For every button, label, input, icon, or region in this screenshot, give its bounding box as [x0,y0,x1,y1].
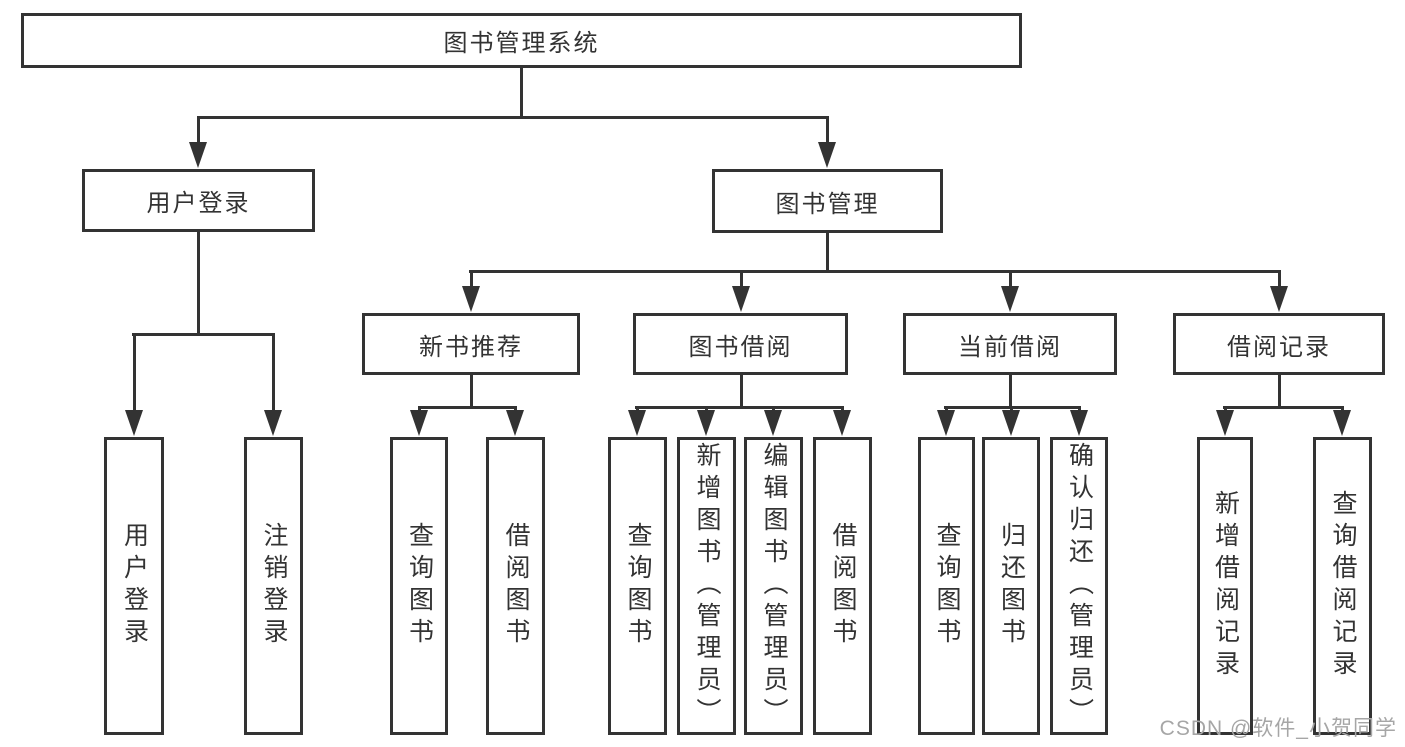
node-root: 图书管理系统 [21,13,1022,68]
leaf-return-book-label: 归还图书 [997,522,1026,650]
arrow-to-leaf-confirm-return-icon [1070,410,1088,436]
connector-to-leaf-logout-stem [272,334,275,414]
arrow-to-leaf-logout-icon [264,410,282,436]
node-root-label: 图书管理系统 [443,30,600,57]
connector-new-book-recommend-stem [470,374,473,409]
leaf-query-book-borrow-label: 查询图书 [624,522,652,650]
connector-to-new-book-recommend-stem [470,271,473,291]
leaf-query-book-borrow: 查询图书 [608,437,667,735]
connector-to-book-borrow-stem [740,271,743,291]
arrow-to-leaf-query-book-1-icon [410,410,428,436]
leaf-edit-book-admin-label: 编辑图书（管理员） [760,442,788,730]
arrow-to-borrow-records-icon [1270,286,1288,312]
connector-to-leaf-user-login-stem [133,334,136,414]
leaf-add-borrow-record: 新增借阅记录 [1197,437,1253,735]
connector-borrow-records-stem2 [1278,374,1281,409]
connector-to-borrow-records-stem [1278,271,1281,291]
leaf-logout: 注销登录 [244,437,303,735]
arrow-to-leaf-query-book-3-icon [937,410,955,436]
leaf-borrow-book: 借阅图书 [813,437,872,735]
connector-root-rail [197,116,829,119]
node-module-new-book-recommend-label: 新书推荐 [419,333,523,361]
node-module-current-borrow: 当前借阅 [903,313,1117,375]
connector-current-borrow-stem2 [1009,374,1012,409]
leaf-query-book-recommend-label: 查询图书 [405,522,434,650]
leaf-query-book-recommend: 查询图书 [390,437,448,735]
watermark-text: CSDN @软件_小贺同学 [1159,717,1397,740]
node-branch-user-login-label: 用户登录 [146,190,251,217]
arrow-to-leaf-query-book-2-icon [628,410,646,436]
connector-user-login-stem [197,231,200,336]
node-module-book-borrow: 图书借阅 [633,313,848,375]
arrow-to-leaf-return-book-icon [1002,410,1020,436]
connector-user-login-rail [132,333,275,336]
connector-book-borrow-rail [635,406,844,409]
arrow-to-new-book-recommend-icon [462,286,480,312]
arrow-to-user-login-icon [189,142,207,168]
connector-book-management-rail [469,270,1281,273]
connector-book-borrow-stem2 [740,373,743,409]
leaf-confirm-return-admin: 确认归还（管理员） [1050,437,1108,735]
connector-to-current-borrow-stem [1009,271,1012,291]
leaf-add-book-admin-label: 新增图书（管理员） [693,442,721,730]
leaf-confirm-return-admin-label: 确认归还（管理员） [1065,442,1094,730]
node-branch-user-login: 用户登录 [82,169,315,232]
arrow-to-leaf-add-record-icon [1216,410,1234,436]
arrow-to-leaf-add-book-icon [697,410,715,436]
leaf-user-login: 用户登录 [104,437,164,735]
leaf-borrow-book-recommend: 借阅图书 [486,437,545,735]
node-module-borrow-records: 借阅记录 [1173,313,1385,375]
connector-to-user-login-stem [197,117,200,147]
node-module-new-book-recommend: 新书推荐 [362,313,580,375]
leaf-query-borrow-record-label: 查询借阅记录 [1329,490,1357,682]
arrow-to-leaf-query-record-icon [1333,410,1351,436]
leaf-borrow-book-recommend-label: 借阅图书 [502,522,530,650]
leaf-add-borrow-record-label: 新增借阅记录 [1211,490,1240,682]
connector-root-stem [520,66,523,119]
leaf-query-book-current-label: 查询图书 [933,522,961,650]
leaf-borrow-book-label: 借阅图书 [829,522,857,650]
arrow-to-current-borrow-icon [1001,286,1019,312]
leaf-edit-book-admin: 编辑图书（管理员） [744,437,803,735]
leaf-logout-label: 注销登录 [260,522,288,650]
arrow-to-book-borrow-icon [732,286,750,312]
connector-new-book-recommend-rail [418,406,517,409]
arrow-to-book-management-icon [818,142,836,168]
leaf-query-borrow-record: 查询借阅记录 [1313,437,1372,735]
leaf-user-login-label: 用户登录 [120,522,149,650]
node-module-borrow-records-label: 借阅记录 [1227,333,1331,361]
node-module-book-borrow-label: 图书借阅 [688,333,793,361]
arrow-to-leaf-edit-book-icon [764,410,782,436]
connector-borrow-records-rail [1223,406,1344,409]
arrow-to-leaf-user-login-icon [125,410,143,436]
leaf-query-book-current: 查询图书 [918,437,975,735]
node-branch-book-management: 图书管理 [712,169,943,233]
node-module-current-borrow-label: 当前借阅 [958,333,1062,361]
node-branch-book-management-label: 图书管理 [775,190,880,218]
arrow-to-leaf-borrow-book-1-icon [506,410,524,436]
arrow-to-leaf-borrow-book-2-icon [833,410,851,436]
connector-book-management-stem [826,232,829,273]
connector-to-book-management-stem [826,117,829,147]
leaf-return-book: 归还图书 [982,437,1040,735]
leaf-add-book-admin: 新增图书（管理员） [677,437,736,735]
